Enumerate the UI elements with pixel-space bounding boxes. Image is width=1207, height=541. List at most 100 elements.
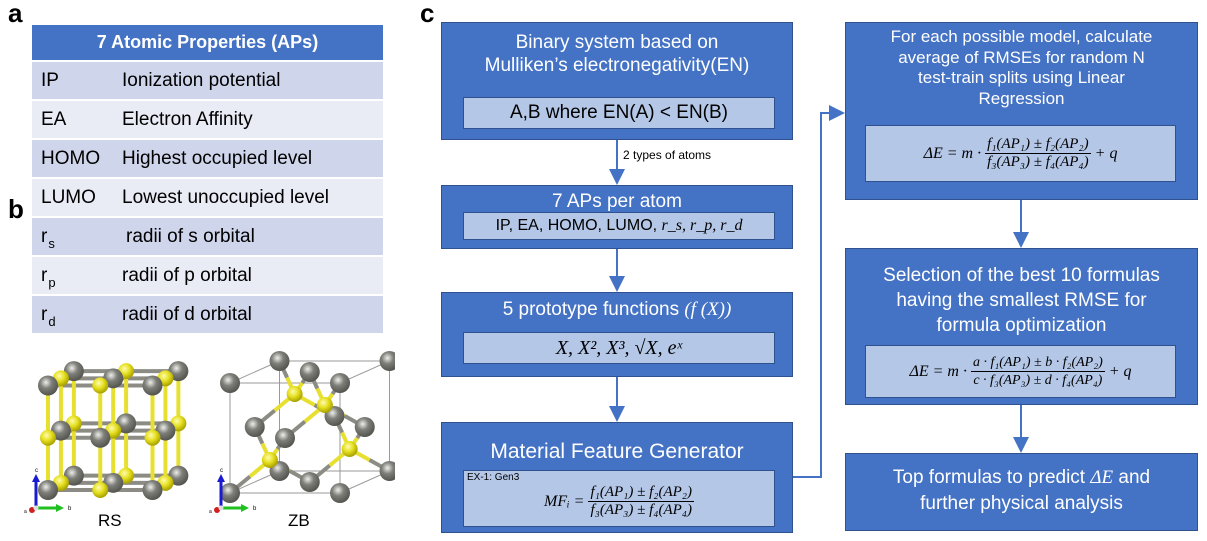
formula: MFᵢ = f₁(AP₁) ± f₂(AP₂) f₃(AP₃) ± f₄(AP₄… (464, 471, 774, 526)
cation-atom (38, 480, 58, 500)
cation-atom (168, 361, 189, 382)
cation-atom (299, 362, 320, 382)
abbr-base: r (41, 264, 48, 286)
cation-atom (244, 417, 265, 437)
abbr-subscript: p (48, 274, 56, 290)
cation-atom (379, 351, 395, 371)
property-abbr: rd (32, 303, 122, 329)
title-line: Selection of the best 10 formulas (883, 265, 1160, 286)
property-desc: radii of d orbital (122, 303, 252, 325)
box-title: Material Feature Generator (490, 440, 744, 463)
anion-atom (92, 482, 109, 498)
formula-numerator: f₁(AP₁) ± f₂(AP₂) (588, 484, 694, 502)
anion-atom (341, 441, 358, 457)
formula-fraction: a · f₁(AP₁) ± b · f₂(AP₂) c · f₃(AP₃) ± … (970, 354, 1105, 389)
formula-numerator: f₁(AP₁) ± f₂(AP₂) (985, 136, 1091, 154)
inner-function-list: X, X², X³, √X, eˣ (463, 332, 775, 364)
cation-atom (269, 351, 290, 371)
abbr-base: r (41, 303, 48, 325)
ap-list-math: r_s, r_p, r_d (661, 217, 743, 234)
formula-lhs: ΔE = m · (909, 362, 967, 380)
cation-atom (63, 361, 84, 382)
property-desc: radii of p orbital (122, 264, 252, 286)
inner-formula: ΔE = m · a · f₁(AP₁) ± b · f₂(AP₂) c · f… (865, 345, 1176, 398)
inner-formula: EX-1: Gen3 MFᵢ = f₁(AP₁) ± f₂(AP₂) f₃(AP… (463, 470, 775, 527)
title-text: 5 prototype functions (502, 299, 685, 320)
axis-b-arrowhead (56, 504, 64, 512)
rs-label: RS (98, 511, 122, 530)
property-desc: Electron Affinity (122, 108, 253, 130)
formula-fraction: f₁(AP₁) ± f₂(AP₂) f₃(AP₃) ± f₄(AP₄) (588, 484, 694, 519)
axis-c-arrowhead (217, 474, 225, 482)
property-desc: radii of s orbital (126, 225, 255, 247)
inner-ap-list: IP, EA, HOMO, LUMO, r_s, r_p, r_d (463, 212, 775, 240)
box-title: Selection of the best 10 formulas having… (846, 263, 1197, 338)
panel-label-c: c (420, 0, 435, 28)
cation-atom (155, 420, 176, 441)
cation-atom (220, 373, 240, 393)
box-prototype-functions: 5 prototype functions (f (X)) X, X², X³,… (441, 292, 793, 377)
box-feature-generator: Material Feature Generator EX-1: Gen3 MF… (441, 422, 793, 533)
box-best-formula-selection: Selection of the best 10 formulas having… (845, 248, 1198, 405)
title-line: having the smallest RMSE for (896, 290, 1147, 311)
cation-atom (116, 413, 137, 434)
cation-atom (38, 375, 58, 396)
title-line: formula optimization (936, 315, 1107, 336)
property-abbr: LUMO (41, 186, 96, 208)
axis-a-icon (214, 507, 220, 513)
abbr-subscript: d (48, 313, 56, 329)
abbr-subscript: s (48, 235, 55, 251)
cation-atom (90, 427, 111, 448)
box-title: 7 APs per atom (552, 191, 682, 212)
table-row: EA Electron Affinity (32, 101, 383, 138)
example-label: EX-1: Gen3 (467, 472, 520, 483)
title-line: further physical analysis (920, 493, 1123, 514)
inner-condition: A,B where EN(A) < EN(B) (463, 97, 775, 129)
abbr-base: r (41, 225, 48, 247)
formula-numerator: a · f₁(AP₁) ± b · f₂(AP₂) (970, 355, 1105, 372)
axis-c-arrowhead (32, 474, 40, 482)
anion-atom (40, 429, 56, 446)
title-line: Top formulas to predict ΔE and (846, 465, 1197, 491)
box-aps-per-atom: 7 APs per atom IP, EA, HOMO, LUMO, r_s, … (441, 185, 793, 249)
arrow-label: 2 types of atoms (623, 148, 712, 162)
cation-atom (103, 368, 124, 389)
title-text: Top formulas to predict (892, 467, 1091, 488)
axis-b-arrowhead (241, 504, 249, 512)
axis-label-a: a (209, 509, 212, 515)
anion-atom (144, 429, 161, 446)
box-top-formulas: Top formulas to predict ΔE and further p… (845, 453, 1198, 531)
box-title: For each possible model, calculate avera… (846, 27, 1197, 109)
property-desc: Highest occupied level (122, 147, 313, 169)
arrow-box4-to-box5 (793, 105, 845, 478)
property-desc: Lowest unoccupied level (122, 186, 330, 208)
formula-fraction: f₁(AP₁) ± f₂(AP₂) f₃(AP₃) ± f₄(AP₄) (985, 136, 1091, 171)
zinc-blende-structure: cba (209, 351, 395, 515)
panel-label-a: a (8, 0, 23, 28)
cation-atom (220, 483, 240, 503)
title-line: test-train splits using Linear (918, 68, 1125, 87)
formula: ΔE = m · a · f₁(AP₁) ± b · f₂(AP₂) c · f… (866, 346, 1175, 397)
title-line: Regression (978, 88, 1065, 108)
table-row: rd radii of d orbital (32, 296, 383, 333)
title-line: average of RMSEs for random N (898, 47, 1145, 67)
cation-atom (103, 472, 124, 493)
box-rmse-evaluation: For each possible model, calculate avera… (845, 22, 1198, 200)
formula-denominator: f₃(AP₃) ± f₄(AP₄) (987, 154, 1089, 170)
property-desc: Ionization potential (122, 69, 281, 91)
formula: ΔE = m · f₁(AP₁) ± f₂(AP₂) f₃(AP₃) ± f₄(… (866, 126, 1175, 181)
anion-atom (316, 397, 333, 413)
cation-atom (330, 373, 350, 393)
box-title: Top formulas to predict ΔE and further p… (846, 465, 1197, 517)
cation-atom (330, 483, 350, 503)
axis-a-icon (29, 507, 35, 513)
title-math: (f (X)) (684, 299, 732, 320)
box-title: 5 prototype functions (f (X)) (442, 298, 792, 321)
cation-atom (63, 465, 84, 486)
formula-denominator: c · f₃(AP₃) ± d · f₄(AP₄) (973, 373, 1103, 388)
rock-salt-structure: cba (24, 361, 189, 515)
cation-atom (142, 480, 163, 500)
panel-label-b: b (8, 194, 24, 224)
axis-label-c: c (35, 468, 38, 474)
